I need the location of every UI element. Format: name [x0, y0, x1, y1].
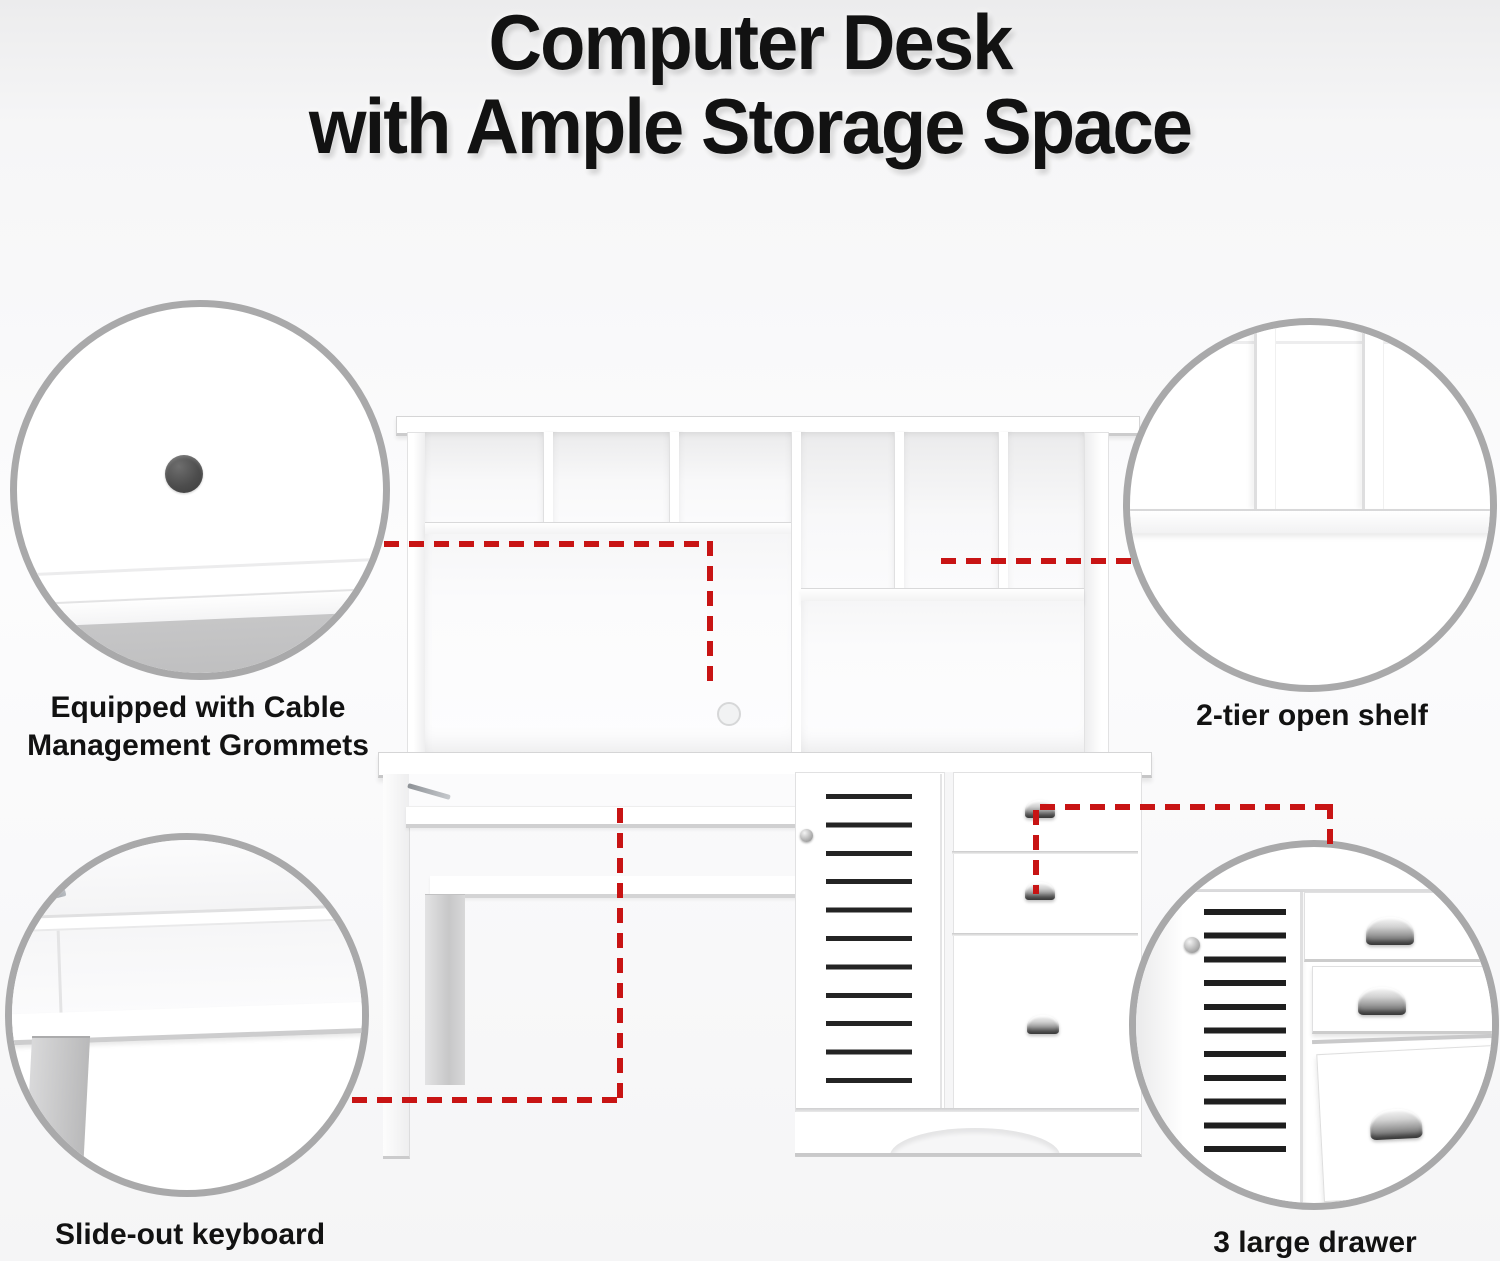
- leader-line-drawers-h: [1040, 804, 1333, 810]
- inner-wall-zoom: [23, 1036, 91, 1190]
- shelf-tier1-compartment-3: [1008, 432, 1084, 588]
- hutch-cubby-2: [553, 432, 669, 522]
- desktop-underside-zoom: [12, 840, 362, 920]
- left-shade: [1136, 847, 1184, 1203]
- leader-line-drawers-handles: [1033, 810, 1039, 894]
- grommet-icon: [165, 455, 203, 493]
- callout-circle-grommets: [10, 300, 390, 680]
- grommets-label: Equipped with Cable Management Grommets: [10, 689, 386, 765]
- cup-handle-zoom-icon: [1366, 917, 1414, 945]
- drawers-label: 3 large drawer: [1213, 1226, 1417, 1259]
- cup-handle-zoom-icon: [1358, 987, 1406, 1015]
- keyboard-label: Slide-out keyboard: [54, 1218, 326, 1251]
- leader-line-drawers-v: [1327, 804, 1333, 844]
- shelf-divider-zoom: [1362, 325, 1384, 509]
- arch-cutout: [890, 1128, 1060, 1153]
- desk-apron: [409, 774, 797, 807]
- hutch-right-post: [1084, 432, 1109, 754]
- grommets-label-line1: Equipped with Cable: [50, 691, 346, 724]
- shelf-tier1-compartment-1: [801, 432, 894, 588]
- cabinet-bottom-rail: [795, 1112, 1140, 1156]
- shelf-tier2-compartment: [801, 601, 1084, 752]
- door-knob-icon: [800, 829, 813, 842]
- cabinet-bottom-line: [796, 1108, 1139, 1112]
- leader-line-keyboard-v: [617, 808, 623, 1102]
- drawer-gap-shadow: [1311, 1033, 1492, 1045]
- drawer-gap-line: [952, 933, 1138, 936]
- hutch-grommet-hole-icon: [717, 702, 741, 726]
- top-board-line: [1130, 341, 1490, 344]
- grommets-label-line2: Management Grommets: [27, 729, 369, 762]
- leader-line-grommets-h: [384, 541, 712, 547]
- pedestal-inner-wall: [425, 894, 465, 1085]
- tray-slab-zoom: [12, 917, 362, 1017]
- shelf-divider-zoom: [1254, 325, 1276, 509]
- louver-slats-zoom: [1204, 909, 1286, 1153]
- hutch-cubby-3: [679, 432, 791, 522]
- door-knob-zoom-icon: [1184, 937, 1200, 953]
- louvered-door: [826, 794, 912, 1088]
- cup-handle-icon: [1025, 882, 1055, 900]
- leader-line-shelf: [941, 558, 1131, 564]
- drawer-gap-line: [952, 851, 1138, 854]
- page-title: Computer Desk with Ample Storage Space: [38, 0, 1463, 168]
- cabinet-top-line-zoom: [1136, 889, 1492, 892]
- corner-line: [17, 555, 383, 578]
- keyboard-tray: [406, 806, 798, 828]
- callout-circle-shelf: [1123, 318, 1497, 692]
- shelf-tier1-compartment-2: [904, 432, 998, 588]
- tray-end-line: [56, 930, 63, 1015]
- shelf-board-zoom: [1130, 509, 1490, 533]
- cup-handle-icon: [1027, 1015, 1059, 1034]
- door-edge-line: [940, 774, 942, 1110]
- shelf-label: 2-tier open shelf: [1196, 699, 1428, 732]
- title-line-1: Computer Desk: [488, 0, 1014, 86]
- callout-circle-keyboard: [5, 833, 369, 1197]
- callout-circle-drawers: [1129, 840, 1499, 1210]
- tray-support-shelf: [430, 876, 798, 898]
- leader-line-keyboard-h: [352, 1097, 623, 1103]
- left-side-panel: [383, 774, 410, 1159]
- leader-line-grommets-v: [707, 541, 713, 691]
- drawer-divider: [944, 772, 954, 1108]
- hutch-cubby-1: [425, 432, 543, 522]
- title-line-2: with Ample Storage Space: [308, 82, 1193, 170]
- hutch-left-post: [407, 432, 427, 754]
